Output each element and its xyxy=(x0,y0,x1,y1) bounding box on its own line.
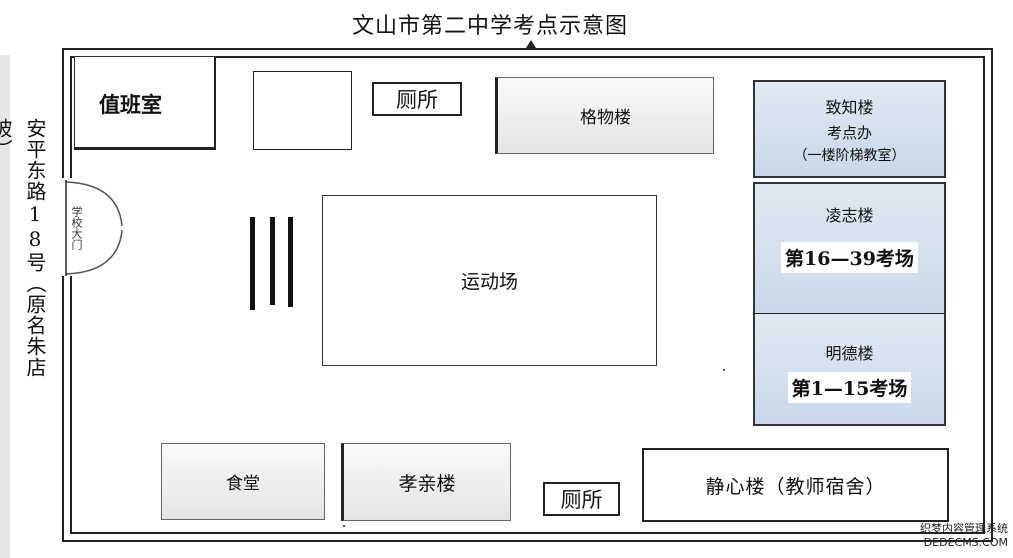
canteen-building: 食堂 xyxy=(161,443,325,520)
xiaoqin-label: 孝亲楼 xyxy=(398,472,456,495)
watermark-line2: DEDECMS.COM xyxy=(923,536,1008,549)
flagpole-bar xyxy=(288,217,293,307)
flagpole-bar xyxy=(250,217,255,310)
gewu-building: 格物楼 xyxy=(495,77,714,154)
jingxin-label: 静心楼（教师宿舍） xyxy=(705,475,886,498)
road-label: 安平东路18号（原名朱店坡） xyxy=(0,118,47,378)
zhizhi-building-label: 致知楼 xyxy=(825,97,874,117)
mingde-exam-rooms: 第1—15考场 xyxy=(787,372,912,403)
xiaoqin-building: 孝亲楼 xyxy=(341,443,511,521)
gate-door-icon xyxy=(65,180,123,276)
north-marker-icon xyxy=(526,40,536,48)
toilet-top-label: 厕所 xyxy=(396,88,438,112)
gate-opening xyxy=(60,178,74,276)
toilet-top: 厕所 xyxy=(372,82,462,116)
mingde-building: 明德楼 第1—15考场 xyxy=(753,313,946,426)
canteen-label: 食堂 xyxy=(226,474,260,494)
mingde-building-label: 明德楼 xyxy=(825,344,874,363)
sports-field-label: 运动场 xyxy=(460,271,518,293)
toilet-bottom-label: 厕所 xyxy=(560,488,603,512)
unlabeled-building xyxy=(253,71,352,150)
duty-room: 值班室 xyxy=(74,56,216,150)
exam-office-note: （一楼阶梯教室） xyxy=(793,147,906,164)
map-dot xyxy=(343,525,345,527)
gewu-building-label: 格物楼 xyxy=(580,108,631,128)
zhizhi-building: 致知楼 考点办 （一楼阶梯教室） xyxy=(753,80,946,178)
jingxin-building: 静心楼（教师宿舍） xyxy=(642,448,949,522)
toilet-bottom: 厕所 xyxy=(543,482,620,516)
duty-room-label: 值班室 xyxy=(99,93,162,117)
lingzhi-exam-rooms: 第16—39考场 xyxy=(781,242,918,273)
exam-office-label: 考点办 xyxy=(826,123,872,142)
road-strip xyxy=(0,55,10,558)
watermark-line1: 织梦内容管理系统 xyxy=(920,522,1008,535)
sports-field: 运动场 xyxy=(322,195,657,366)
diagram-title: 文山市第二中学考点示意图 xyxy=(351,14,628,39)
lingzhi-building: 凌志楼 第16—39考场 xyxy=(753,182,946,314)
campus-outer-wall xyxy=(62,48,993,542)
watermark: 织梦内容管理系统 DEDECMS.COM xyxy=(902,522,1008,554)
lingzhi-building-label: 凌志楼 xyxy=(825,206,874,225)
map-dot xyxy=(723,369,725,371)
gate-label: 学校大门 xyxy=(70,206,83,250)
campus-inner-wall xyxy=(70,56,985,534)
flagpole-bar xyxy=(270,217,275,305)
